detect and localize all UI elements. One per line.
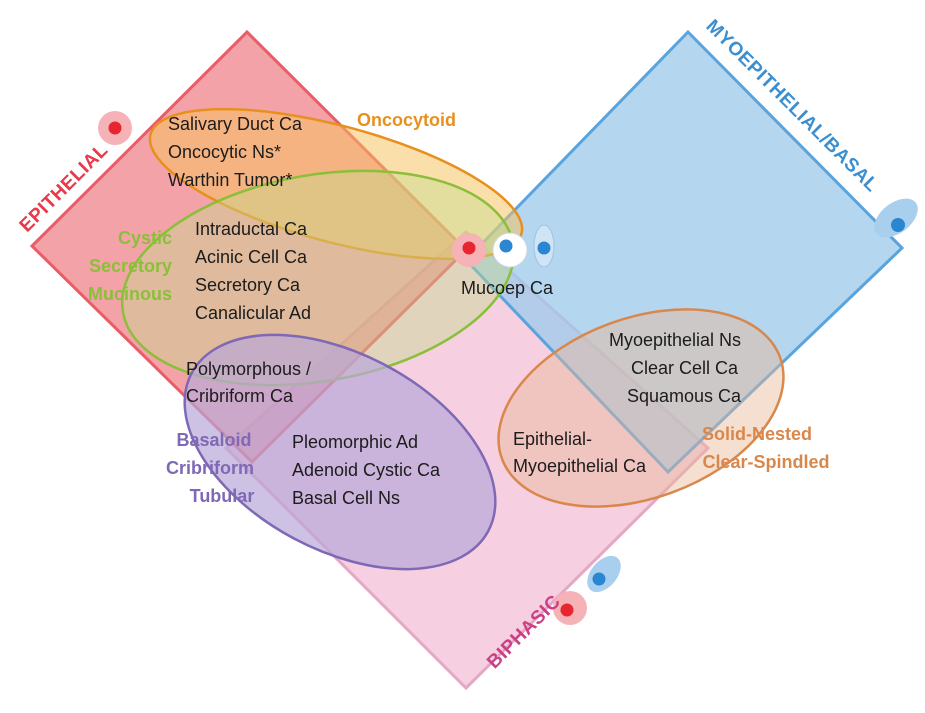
basaloid-label-2: Cribriform	[166, 458, 254, 478]
cystic-item-2: Acinic Cell Ca	[195, 247, 308, 267]
polymorphous-line-1: Polymorphous /	[186, 359, 311, 379]
oncocytoid-item-1: Salivary Duct Ca	[168, 114, 303, 134]
solid-item-3: Squamous Ca	[627, 386, 742, 406]
center-red-cell-icon	[452, 233, 486, 267]
basaloid-item-1: Pleomorphic Ad	[292, 432, 418, 452]
cystic-item-4: Canalicular Ad	[195, 303, 311, 323]
oncocytoid-item-3: Warthin Tumor*	[168, 170, 292, 190]
mucoep-label: Mucoep Ca	[461, 278, 554, 298]
cystic-label-1: Cystic	[118, 228, 172, 248]
cystic-item-3: Secretory Ca	[195, 275, 301, 295]
cystic-item-1: Intraductal Ca	[195, 219, 308, 239]
basaloid-label-1: Basaloid	[176, 430, 251, 450]
cystic-label-3: Mucinous	[88, 284, 172, 304]
center-white-cell-icon	[492, 232, 528, 268]
oncocytoid-item-2: Oncocytic Ns*	[168, 142, 281, 162]
basaloid-label-3: Tubular	[190, 486, 255, 506]
solid-item-1: Myoepithelial Ns	[609, 330, 741, 350]
basaloid-ellipse	[183, 333, 497, 571]
basaloid-item-3: Basal Cell Ns	[292, 488, 400, 508]
solid-label-1: Solid-Nested	[702, 424, 812, 444]
red-cell-icon	[98, 111, 132, 145]
myoepithelial-region	[463, 29, 905, 475]
basaloid-item-2: Adenoid Cystic Ca	[292, 460, 441, 480]
polymorphous-line-2: Cribriform Ca	[186, 386, 294, 406]
cystic-label-2: Secretory	[89, 256, 172, 276]
blue-cell-icon	[874, 198, 918, 238]
oncocytoid-ellipse	[148, 107, 524, 261]
center-blue-cell-icon	[533, 224, 555, 268]
biphasic-cell-icon	[553, 555, 621, 625]
epi-myo-line-2: Myoepithelial Ca	[513, 456, 647, 476]
epi-myo-line-1: Epithelial-	[513, 429, 592, 449]
solid-item-2: Clear Cell Ca	[631, 358, 739, 378]
solid-ellipse	[497, 308, 785, 508]
solid-label-2: Clear-Spindled	[702, 452, 829, 472]
oncocytoid-label: Oncocytoid	[357, 110, 456, 130]
